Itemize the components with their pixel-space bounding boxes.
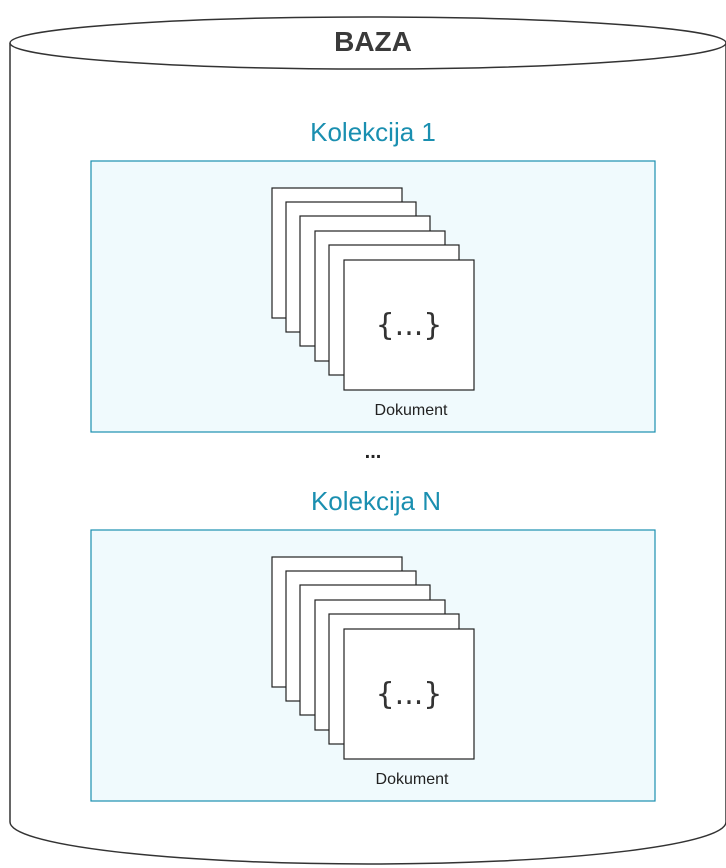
collections-ellipsis: ... <box>365 441 382 463</box>
document-label-n: Dokument <box>376 771 449 788</box>
document-page-front <box>343 628 475 760</box>
document-braces: {...} <box>376 677 443 712</box>
document-label-1: Dokument <box>375 402 448 419</box>
cylinder-top <box>9 16 726 70</box>
collection-n: Kolekcija N {...} Dokument <box>90 486 656 802</box>
document-braces: {...} <box>376 308 443 343</box>
database-title: BAZA <box>334 26 412 57</box>
collection-1: Kolekcija 1 {...} Dokument <box>90 117 656 433</box>
collection-1-title: Kolekcija 1 <box>310 117 436 147</box>
document-stack-n: {...} <box>271 556 475 760</box>
document-page-front <box>343 259 475 391</box>
document-stack-1: {...} <box>271 187 475 391</box>
collection-n-title: Kolekcija N <box>311 486 441 516</box>
